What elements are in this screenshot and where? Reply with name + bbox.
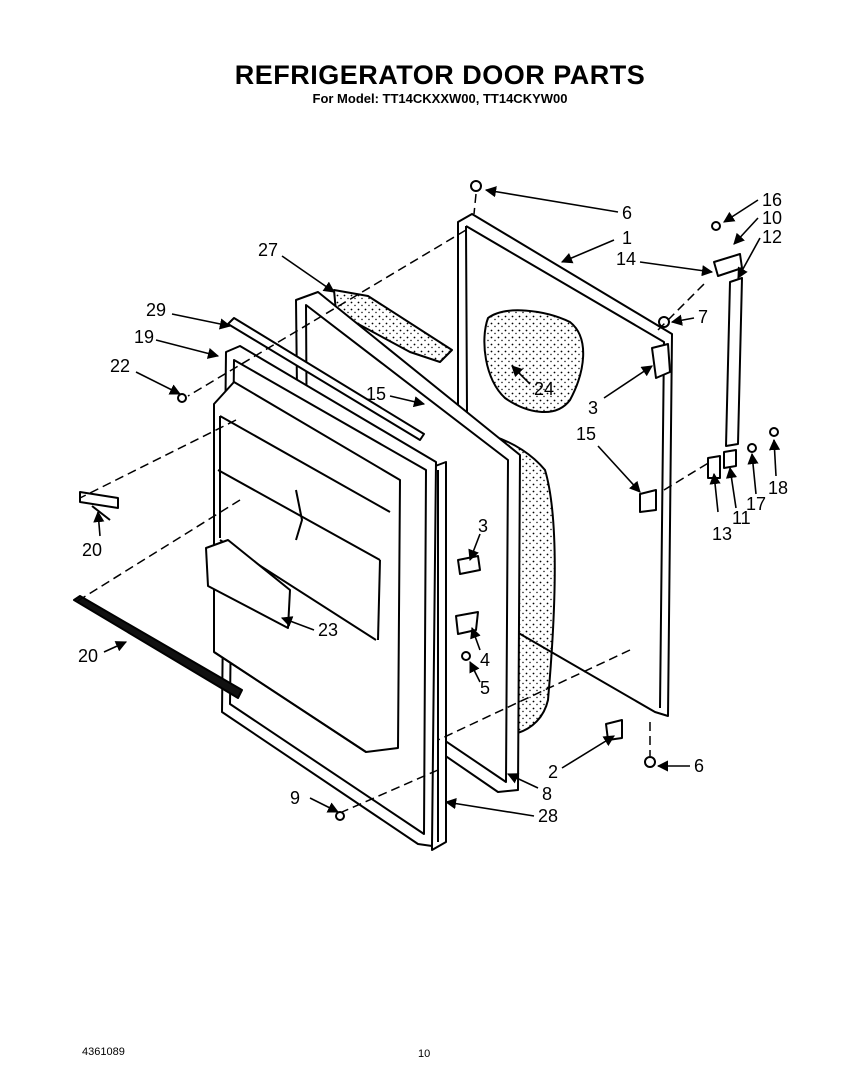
leader-22 <box>135 371 182 395</box>
hinge-bar <box>725 277 743 447</box>
trim-strip <box>227 317 425 441</box>
leader-20-upper <box>93 510 105 537</box>
leader-4 <box>470 626 481 651</box>
leader-20-lower <box>103 641 128 653</box>
leader-6-top <box>484 186 619 213</box>
part-label: 15 <box>366 384 386 404</box>
leader-28 <box>444 798 535 817</box>
part-label: 5 <box>480 678 490 698</box>
part-label: 10 <box>762 208 782 228</box>
leader-8 <box>506 773 539 789</box>
part-label: 22 <box>110 356 130 376</box>
part-label: 6 <box>622 203 632 223</box>
leader-1 <box>560 239 615 264</box>
leader-9 <box>309 797 340 813</box>
part-label: 9 <box>290 788 300 808</box>
leader-24 <box>511 365 531 385</box>
part-label: 27 <box>258 240 278 260</box>
part-label: 19 <box>134 327 154 347</box>
part-label: 3 <box>478 516 488 536</box>
part-label: 4 <box>480 650 490 670</box>
leader-13 <box>709 472 721 513</box>
leader-3-mid <box>468 533 481 562</box>
leader-2 <box>561 735 615 769</box>
part-label: 28 <box>538 806 558 826</box>
leader-23 <box>280 616 315 631</box>
part-label: 15 <box>576 424 596 444</box>
leader-10 <box>733 217 759 245</box>
leader-12 <box>737 237 761 279</box>
part-label: 1 <box>622 228 632 248</box>
part-label: 8 <box>542 784 552 804</box>
part-label: 12 <box>762 227 782 247</box>
leader-3-right <box>603 365 653 399</box>
part-label: 24 <box>534 379 554 399</box>
part-label: 29 <box>146 300 166 320</box>
part-label: 3 <box>588 398 598 418</box>
page-number: 10 <box>418 1048 431 1060</box>
part-label: 18 <box>768 478 788 498</box>
leader-15-upper <box>389 395 426 408</box>
part-label: 20 <box>82 540 102 560</box>
part-label: 7 <box>698 307 708 327</box>
leader-19 <box>155 339 220 359</box>
part-label: 20 <box>78 646 98 666</box>
part-label: 13 <box>712 524 732 544</box>
leader-16 <box>723 199 759 223</box>
leader-17 <box>747 452 759 495</box>
part-label: 14 <box>616 249 636 269</box>
page-title: REFRIGERATOR DOOR PARTS <box>234 60 646 90</box>
document-number: 4361089 <box>82 1046 125 1058</box>
inner-door-liner <box>205 345 437 847</box>
part-label: 16 <box>762 190 782 210</box>
leader-5 <box>469 660 481 683</box>
part-label: 23 <box>318 620 338 640</box>
leader-7 <box>670 314 695 326</box>
model-subtitle: For Model: TT14CKXXW00, TT14CKYW00 <box>312 91 568 106</box>
leader-11 <box>725 466 738 509</box>
part-label: 11 <box>732 508 751 528</box>
leader-18 <box>768 438 781 477</box>
leader-27 <box>281 255 335 293</box>
shelf-bar-lower <box>73 595 243 699</box>
part-label: 6 <box>694 756 704 776</box>
leader-29 <box>171 313 232 330</box>
leader-14 <box>639 261 714 277</box>
part-label: 17 <box>746 494 766 514</box>
part-label: 2 <box>548 762 558 782</box>
leader-15-right <box>597 445 641 493</box>
